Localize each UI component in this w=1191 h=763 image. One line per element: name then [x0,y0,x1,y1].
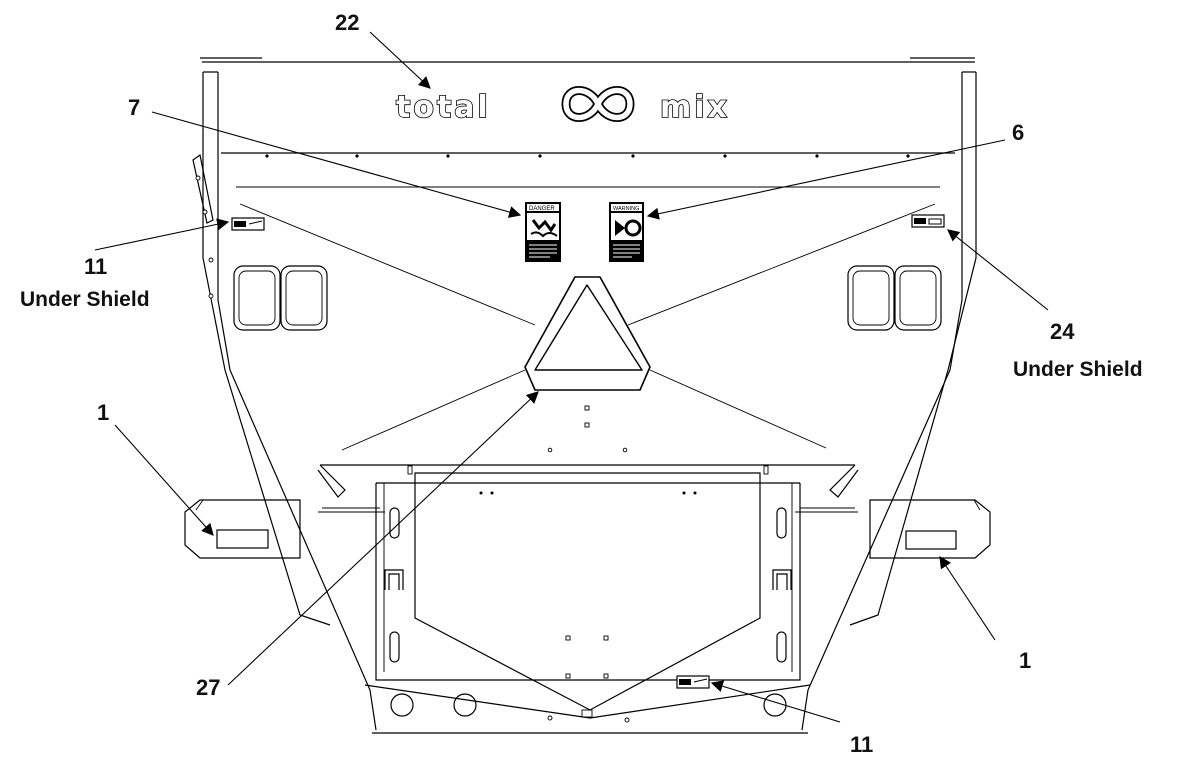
window-openings-left [233,265,328,331]
danger-decal: DANGER [525,202,561,262]
callout-labels: 22 7 6 11 Under Shield 24 Under Shield 1… [20,10,1143,757]
warning-decal: WARNING [609,202,644,262]
smv-triangle-emblem [524,276,651,391]
callout-1-right: 1 [1019,648,1031,673]
callout-6: 6 [1012,120,1024,145]
logo-word-total: total [396,90,491,125]
callout-1-left: 1 [97,400,109,425]
svg-text:WARNING: WARNING [613,206,639,212]
right-side-step [869,499,991,559]
callout-24: 24 [1050,319,1075,344]
callout-7: 7 [128,95,140,120]
panel-rivets [265,154,910,158]
logo-word-mix: mix [660,90,730,125]
callout-11-bottom: 11 [850,732,873,757]
callout-22: 22 [335,10,359,35]
left-shield-decal [231,217,265,231]
leader-lines [94,31,1049,723]
infinity-logo-icon [561,86,635,122]
svg-text:DANGER: DANGER [529,206,555,212]
left-side-step [184,499,301,559]
callout-11-left-note: Under Shield [20,288,150,311]
machine-outline [192,57,977,734]
callout-27: 27 [196,675,220,700]
window-openings-right [847,265,942,331]
bottom-shield-decal [676,675,710,689]
total-mix-logo: total mix [395,86,730,126]
callout-11-left: 11 [84,254,107,279]
right-shield-decal [911,214,945,228]
callout-24-note: Under Shield [1013,358,1143,381]
